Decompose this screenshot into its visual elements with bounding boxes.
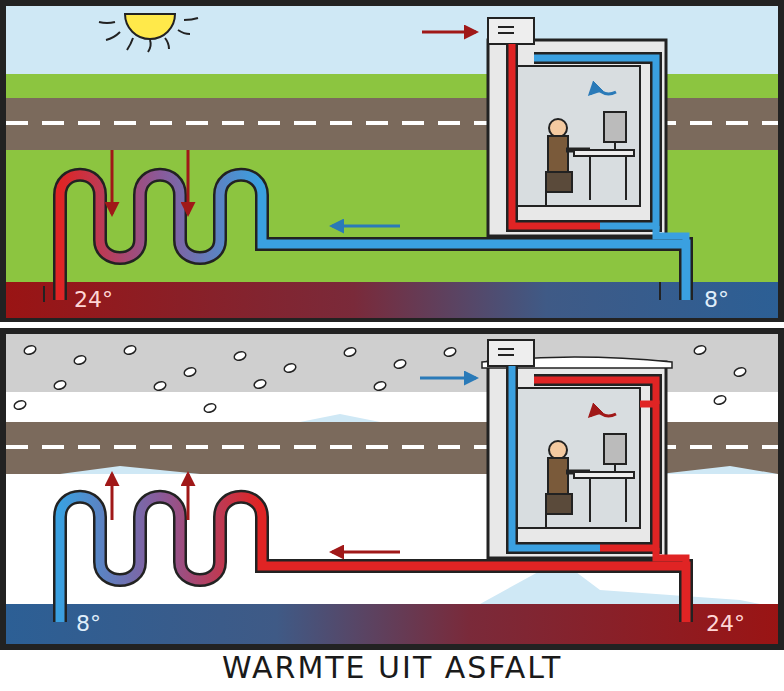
snowflake — [203, 402, 217, 414]
snowflake — [343, 346, 357, 358]
snowflake — [713, 394, 727, 406]
snowflake — [123, 344, 137, 356]
temperature-label: 8° — [704, 289, 729, 311]
snowflake — [183, 366, 197, 378]
snowflake — [693, 344, 707, 356]
snowflake — [443, 346, 457, 358]
snowflake — [233, 350, 247, 362]
snowflake — [283, 362, 297, 374]
snowflake — [373, 380, 387, 392]
snowflake — [153, 380, 167, 392]
temperature-label: 8° — [76, 613, 101, 635]
caption: WARMTE UIT ASFALT — [222, 653, 562, 683]
snowflake — [253, 378, 267, 390]
snowflake — [73, 354, 87, 366]
snowflake — [393, 358, 407, 370]
snowflake — [733, 366, 747, 378]
temperature-label: 24° — [74, 289, 113, 311]
snowflake — [23, 344, 37, 356]
temperature-label: 24° — [706, 613, 745, 635]
snowflake — [13, 399, 27, 411]
snowflake — [53, 379, 67, 391]
